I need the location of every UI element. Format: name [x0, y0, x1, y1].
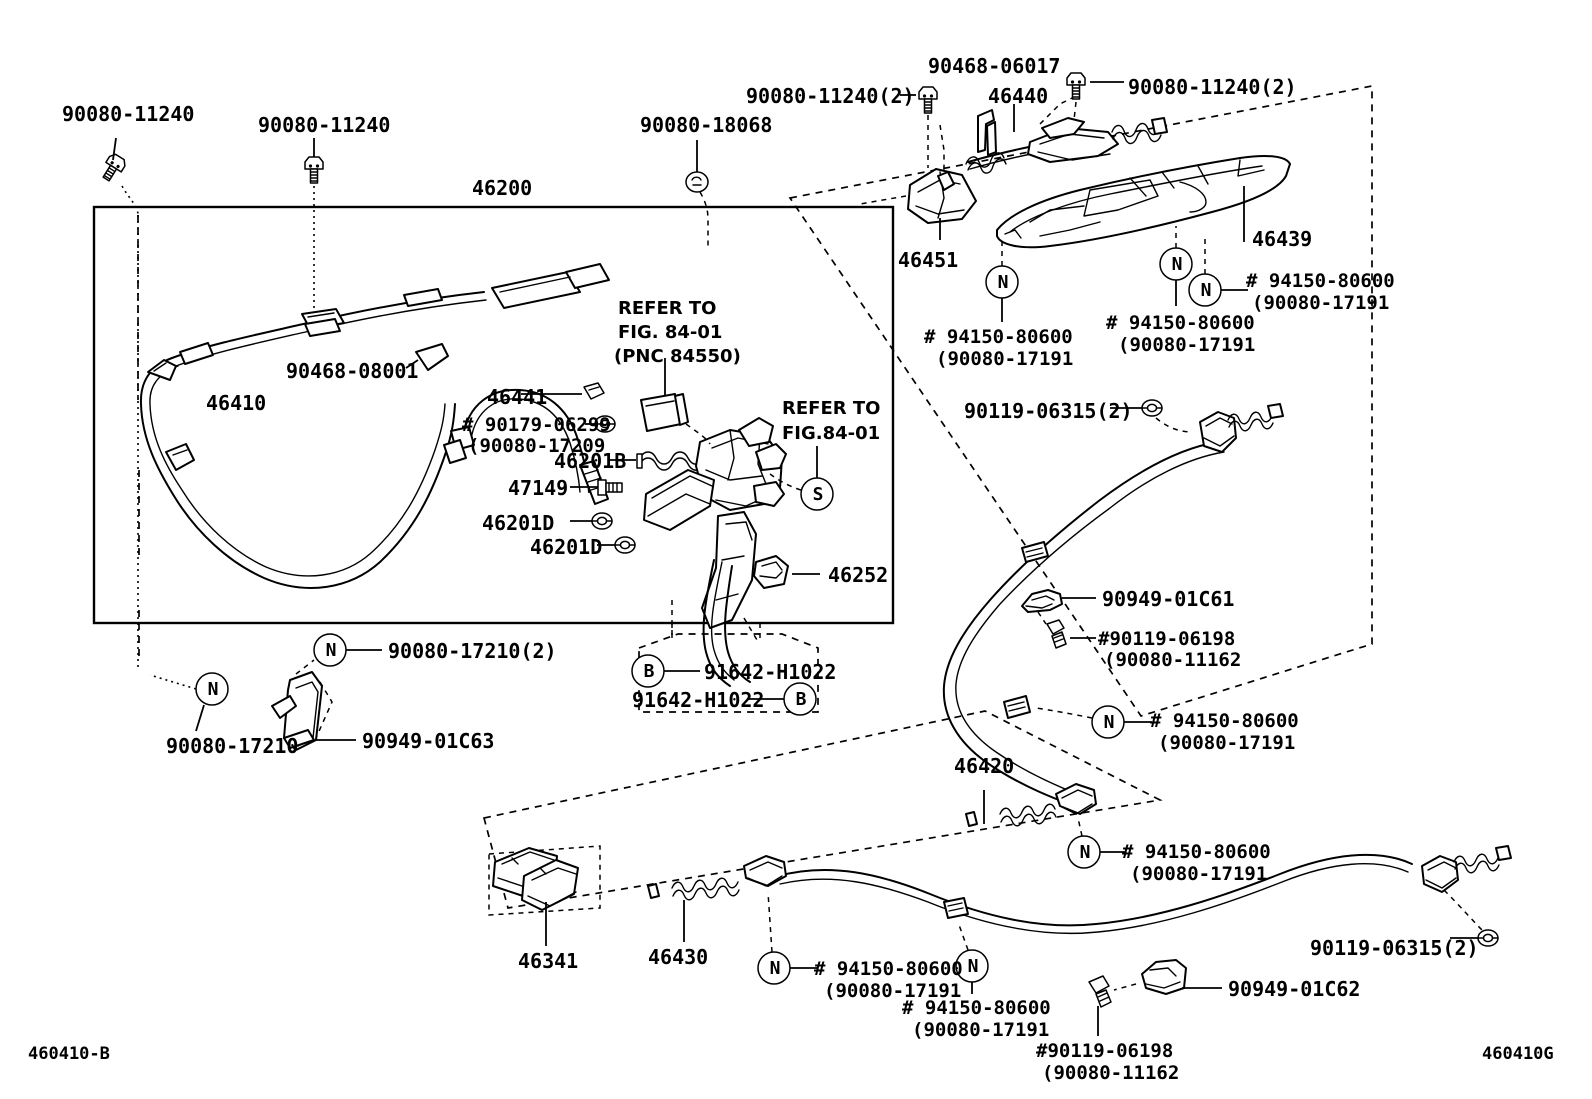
- label-90179-06299-l1: # 90179-06299: [462, 414, 611, 436]
- label-94150-80600-g-l2: (90080-17191: [912, 1019, 1050, 1041]
- label-91642-H1022-a: 91642-H1022: [704, 660, 837, 684]
- label-90119-06198-a-l1: #90119-06198: [1098, 628, 1236, 650]
- callout-n-1: N: [207, 679, 219, 700]
- label-90468-06017: 90468-06017: [928, 54, 1061, 78]
- label-94150-80600-c-l2: (90080-17191: [1252, 292, 1390, 314]
- label-46200: 46200: [472, 176, 533, 200]
- callout-s-1: S: [812, 484, 824, 505]
- diagram-code-left: 460410-B: [28, 1044, 110, 1064]
- label-94150-80600-e-l2: (90080-17191: [1130, 863, 1268, 885]
- label-94150-80600-a-l1: # 94150-80600: [924, 326, 1073, 348]
- callout-n-2: N: [325, 640, 337, 661]
- label-46430: 46430: [648, 945, 709, 969]
- callout-n-3: N: [997, 272, 1009, 293]
- label-46201D-a: 46201D: [482, 511, 555, 535]
- label-47149: 47149: [508, 476, 569, 500]
- refer-to-line3-a: (PNC 84550): [614, 346, 741, 367]
- callout-b-2: B: [795, 689, 807, 710]
- label-46201D-b: 46201D: [530, 535, 603, 559]
- diagram-code-right: 460410G: [1482, 1044, 1554, 1064]
- callout-n-7: N: [1079, 842, 1091, 863]
- label-94150-80600-b-l2: (90080-17191: [1118, 334, 1256, 356]
- callout-n-9: N: [967, 956, 979, 977]
- label-90949-01C62: 90949-01C62: [1228, 977, 1361, 1001]
- label-91642-H1022-b: 91642-H1022: [632, 688, 765, 712]
- callout-n-6: N: [1103, 712, 1115, 733]
- callout-n-4: N: [1171, 254, 1183, 275]
- label-90179-06299-l2: (90080-17209: [468, 435, 606, 457]
- callout-n-5: N: [1200, 280, 1212, 301]
- label-90949-01C63: 90949-01C63: [362, 729, 495, 753]
- refer-to-line1-b: REFER TO: [782, 398, 881, 419]
- label-94150-80600-d-l1: # 94150-80600: [1150, 710, 1299, 732]
- label-90119-06198-b-l1: #90119-06198: [1036, 1040, 1174, 1062]
- label-90080-18068: 90080-18068: [640, 113, 773, 137]
- label-46441: 46441: [487, 385, 548, 409]
- label-94150-80600-b-l1: # 94150-80600: [1106, 312, 1255, 334]
- refer-to-line2-a: FIG. 84-01: [618, 322, 723, 343]
- label-94150-80600-d-l2: (90080-17191: [1158, 732, 1296, 754]
- label-46201B: 46201B: [554, 449, 627, 473]
- label-46410: 46410: [206, 391, 267, 415]
- label-46451: 46451: [898, 248, 959, 272]
- label-90119-06315-b: 90119-06315(2): [1310, 936, 1479, 960]
- refer-to-line2-b: FIG.84-01: [782, 423, 881, 444]
- label-94150-80600-e-l1: # 94150-80600: [1122, 841, 1271, 863]
- label-90119-06315-a: 90119-06315(2): [964, 399, 1133, 423]
- label-46420: 46420: [954, 754, 1015, 778]
- label-46439: 46439: [1252, 227, 1313, 251]
- label-90080-11240-a: 90080-11240: [62, 102, 195, 126]
- label-46440: 46440: [988, 84, 1049, 108]
- label-90949-01C61: 90949-01C61: [1102, 587, 1235, 611]
- label-46341: 46341: [518, 949, 579, 973]
- label-90080-11240-b: 90080-11240: [258, 113, 391, 137]
- label-94150-80600-f-l2: (90080-17191: [824, 980, 962, 1002]
- label-94150-80600-f-l1: # 94150-80600: [814, 958, 963, 980]
- label-90080-17210: 90080-17210: [166, 734, 299, 758]
- label-94150-80600-a-l2: (90080-17191: [936, 348, 1074, 370]
- callout-b-1: B: [643, 661, 655, 682]
- label-90080-17210-2: 90080-17210(2): [388, 639, 557, 663]
- label-94150-80600-c-l1: # 94150-80600: [1246, 270, 1395, 292]
- refer-to-line1-a: REFER TO: [618, 298, 717, 319]
- label-90468-08001: 90468-08001: [286, 359, 419, 383]
- callout-n-8: N: [769, 958, 781, 979]
- label-90119-06198-b-l2: (90080-11162: [1042, 1062, 1180, 1084]
- label-46252: 46252: [828, 563, 889, 587]
- label-90119-06198-a-l2: (90080-11162: [1104, 649, 1242, 671]
- label-90080-11240-2-b: 90080-11240(2): [1128, 75, 1297, 99]
- label-90080-11240-2-a: 90080-11240(2): [746, 84, 915, 108]
- label-94150-80600-g-l1: # 94150-80600: [902, 997, 1051, 1019]
